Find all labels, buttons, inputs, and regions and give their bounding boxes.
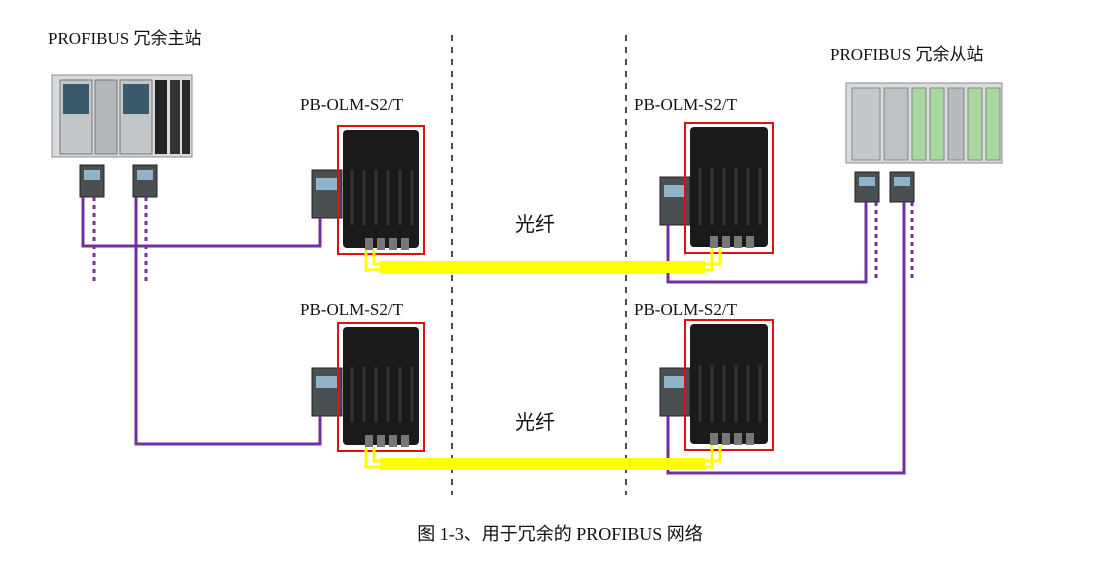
olm-module-bottom-right <box>659 319 774 451</box>
master-connector-1 <box>79 164 105 198</box>
olm-module-top-left <box>311 125 425 255</box>
master-plc <box>51 74 193 158</box>
master-title: PROFIBUS 冗余主站 <box>48 29 202 48</box>
fiber-label-top: 光纤 <box>515 214 555 236</box>
olm-module-bottom-left <box>311 322 425 452</box>
profibus-cable-master-to-bottom-olm <box>134 197 322 446</box>
olm-label-bottom-right: PB-OLM-S2/T <box>634 300 737 319</box>
olm-label-top-right: PB-OLM-S2/T <box>634 95 737 114</box>
slave-plc <box>845 82 1003 164</box>
olm-module-top-right <box>659 122 774 254</box>
fiber-label-bottom: 光纤 <box>515 412 555 434</box>
profibus-cable-top-olm-to-slave <box>666 202 868 284</box>
slave-connector-2 <box>889 171 915 203</box>
profibus-cable-bottom-olm-to-slave <box>666 202 906 475</box>
fiber-cable-bottom <box>364 445 722 470</box>
fiber-cable-top <box>364 248 722 273</box>
slave-connector-1 <box>854 171 880 203</box>
olm-label-bottom-left: PB-OLM-S2/T <box>300 300 403 319</box>
slave-title: PROFIBUS 冗余从站 <box>830 45 984 64</box>
master-connector-2 <box>132 164 158 198</box>
figure-caption: 图 1-3、用于冗余的 PROFIBUS 网络 <box>417 524 703 544</box>
profibus-cable-master-to-top-olm <box>81 197 322 248</box>
olm-label-top-left: PB-OLM-S2/T <box>300 95 403 114</box>
